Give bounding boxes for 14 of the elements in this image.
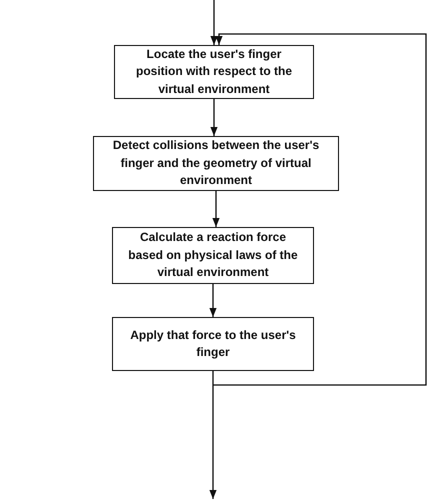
process-box bbox=[112, 227, 314, 284]
process-box bbox=[114, 45, 314, 99]
arrow bbox=[209, 284, 217, 317]
arrow bbox=[209, 371, 217, 499]
arrow bbox=[210, 0, 218, 45]
box-text: Calculate a reaction force based on physical laws of the virtual environment bbox=[127, 229, 299, 282]
box-text: Locate the user's finger position with respect to the virtual environment bbox=[134, 46, 293, 98]
arrow bbox=[210, 99, 218, 136]
feedback-arrow bbox=[213, 33, 427, 386]
arrow bbox=[212, 191, 220, 227]
process-box bbox=[112, 317, 314, 371]
box-text: Detect collisions between the user's finger and the geometry of virtual environment bbox=[112, 137, 320, 190]
box-text: Apply that force to the user's finger bbox=[129, 326, 297, 361]
process-box bbox=[93, 136, 339, 191]
